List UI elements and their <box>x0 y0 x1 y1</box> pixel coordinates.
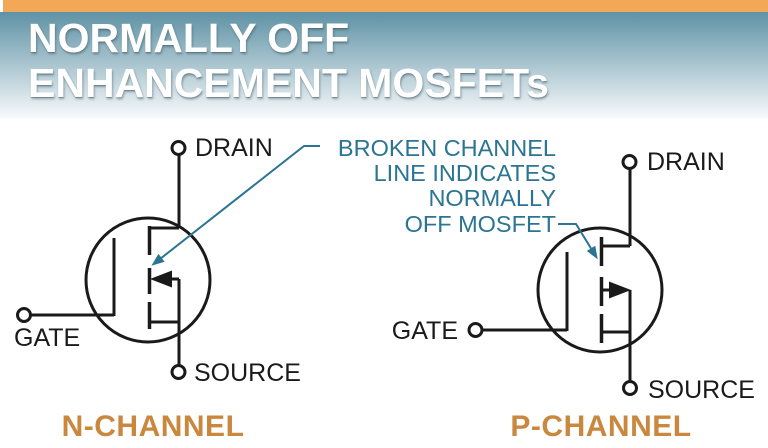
leader-arrow-to-p-channel <box>558 223 598 260</box>
p-source-label: SOURCE <box>648 376 755 404</box>
n-drain-label: DRAIN <box>195 134 273 162</box>
n-source-terminal-icon <box>170 364 187 380</box>
p-channel-symbol: DRAIN GATE SOURCE P-CHANNEL <box>392 148 755 443</box>
broken-channel-annotation: BROKEN CHANNEL LINE INDICATES NORMALLY O… <box>151 135 598 266</box>
n-channel-symbol: DRAIN GATE SOURCE N-CHANNEL <box>14 134 301 443</box>
page-title-line2: ENHANCEMENT MOSFETs <box>28 60 549 106</box>
p-drain-wire <box>601 168 632 248</box>
n-transistor-body-circle <box>84 216 212 344</box>
p-source-wire <box>601 330 632 382</box>
n-drain-wire <box>149 154 181 230</box>
top-accent-bar <box>3 0 768 12</box>
n-body-arrow-icon <box>150 270 172 288</box>
p-transistor-body-circle <box>536 226 664 354</box>
n-channel-caption: N-CHANNEL <box>62 410 245 443</box>
n-source-wire <box>149 320 181 366</box>
p-gate-label: GATE <box>392 317 458 345</box>
n-drain-terminal-icon <box>170 140 187 156</box>
annotation-line-4: OFF MOSFET <box>405 211 556 237</box>
page-title-line1: NORMALLY OFF <box>28 15 350 61</box>
p-drain-label: DRAIN <box>647 148 725 176</box>
p-body-arrow-icon <box>609 281 631 299</box>
leader-arrow-to-n-channel <box>151 145 320 266</box>
annotation-line-2: LINE INDICATES <box>374 160 556 186</box>
p-source-terminal-icon <box>622 380 638 396</box>
annotation-line-3: NORMALLY <box>428 185 556 211</box>
n-gate-label: GATE <box>14 324 80 352</box>
annotation-line-1: BROKEN CHANNEL <box>338 135 556 161</box>
p-channel-caption: P-CHANNEL <box>510 410 691 443</box>
p-body-wire <box>601 288 632 332</box>
p-drain-terminal-icon <box>621 154 638 170</box>
n-source-label: SOURCE <box>194 359 301 387</box>
header-banner: NORMALLY OFF ENHANCEMENT MOSFETs <box>0 12 768 118</box>
n-gate-terminal-icon <box>16 307 32 323</box>
p-gate-terminal-icon <box>467 322 484 338</box>
